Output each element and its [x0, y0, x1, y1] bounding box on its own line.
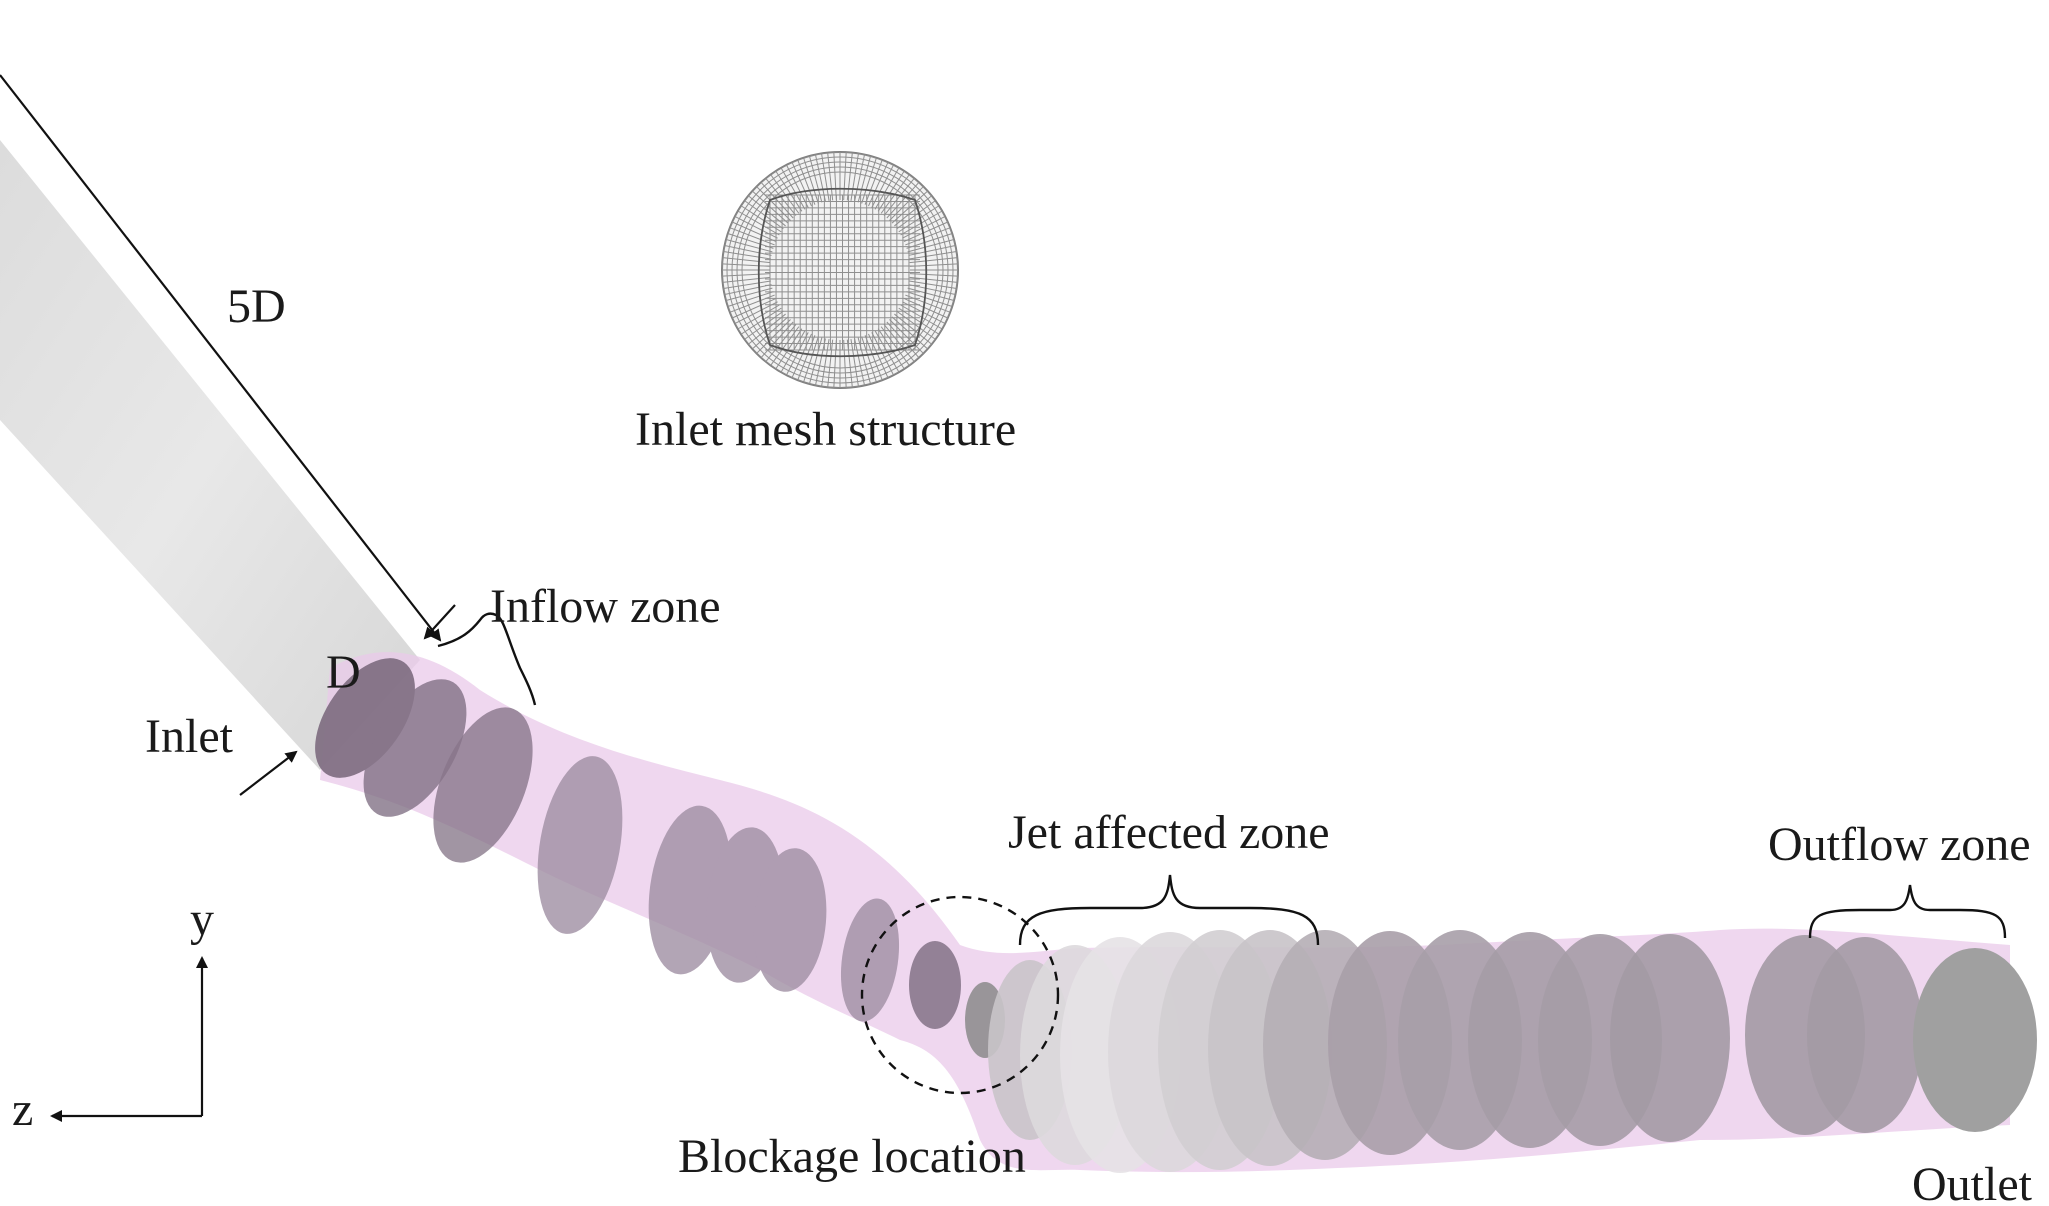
- outflow-zone-label: Outflow zone: [1768, 818, 2031, 871]
- inlet-d-arrow: [240, 752, 296, 795]
- jet-zone-cross-sections: [988, 930, 1730, 1173]
- inlet-label: Inlet: [145, 710, 234, 763]
- inflow-zone-label: Inflow zone: [490, 580, 721, 633]
- five-d-label: 5D: [227, 280, 286, 333]
- blockage-label: Blockage location: [678, 1130, 1026, 1183]
- outlet-label: Outlet: [1912, 1158, 2033, 1206]
- jet-zone-label: Jet affected zone: [1008, 806, 1330, 859]
- inlet-mesh-caption: Inlet mesh structure: [635, 403, 1016, 456]
- inlet-mesh-structure: [722, 152, 958, 388]
- axis-z-label: z: [12, 1083, 33, 1136]
- axis-indicator: [52, 958, 202, 1116]
- outflow-cross-sections: [1745, 935, 2037, 1135]
- d-label: D: [326, 646, 361, 699]
- outflow-zone-brace: [1810, 885, 2005, 938]
- axis-y-label: y: [190, 893, 214, 946]
- inflow-d-arrow: [425, 605, 455, 638]
